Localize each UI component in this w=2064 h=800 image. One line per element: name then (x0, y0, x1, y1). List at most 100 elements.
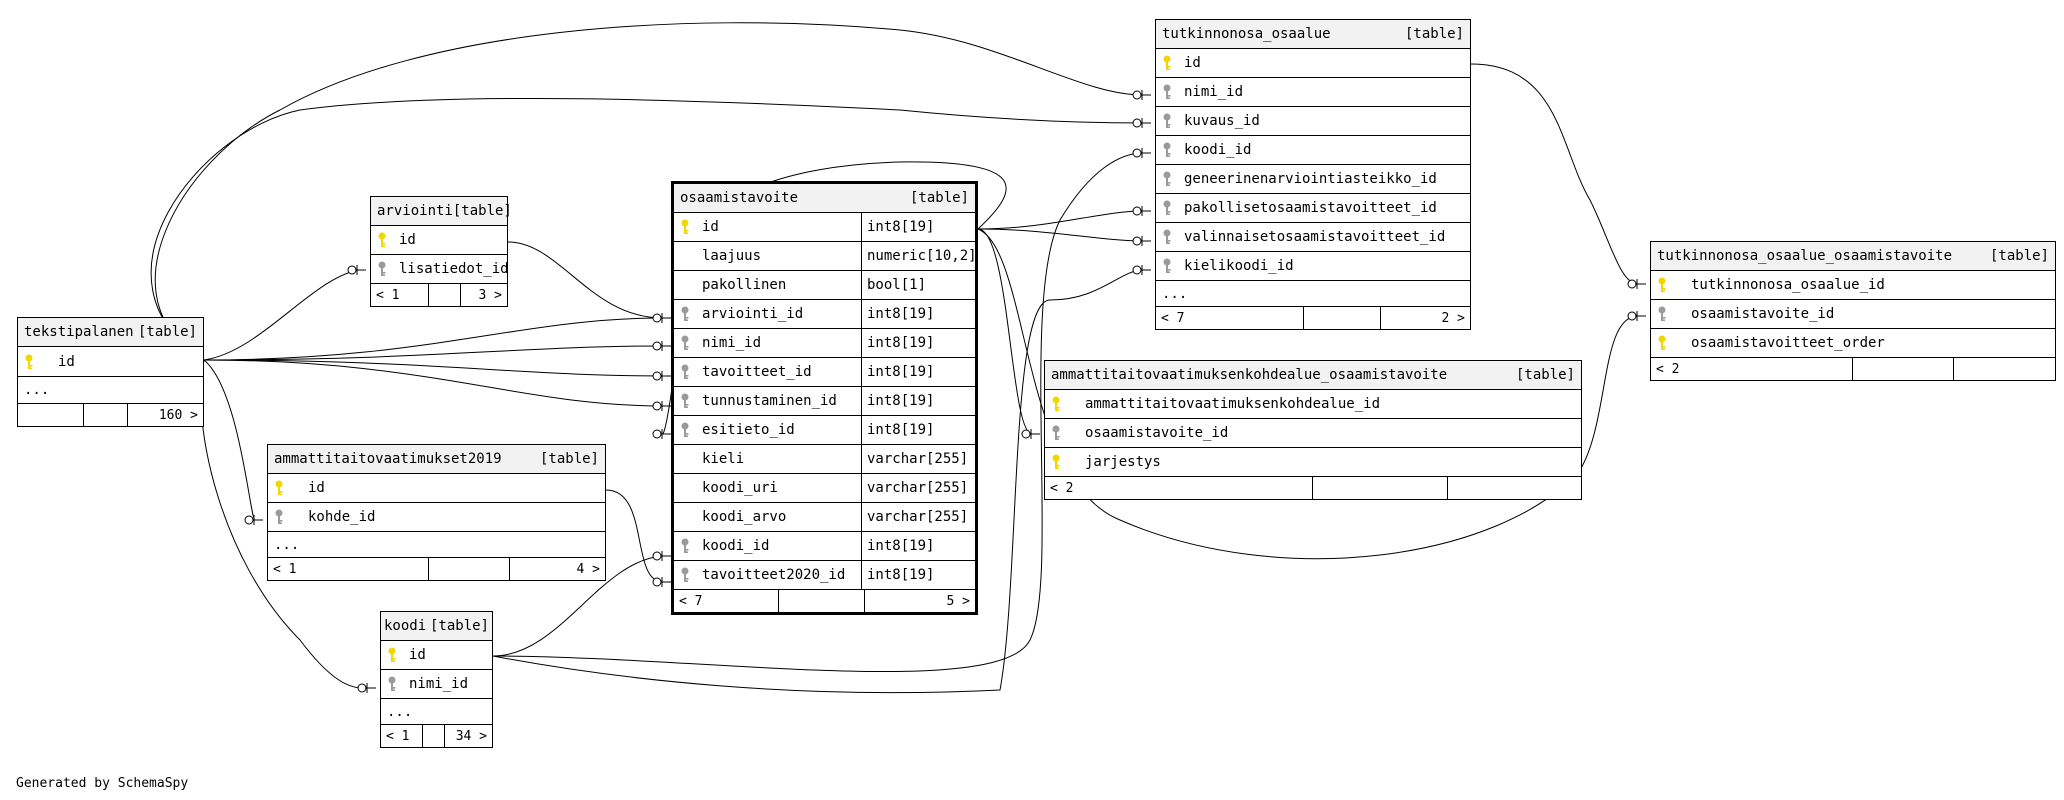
column-row: geneerinenarviointiasteikko_id (1156, 165, 1470, 194)
optional-marker (652, 577, 662, 587)
primary-key-icon (371, 232, 393, 248)
column-name: pakollinen (702, 277, 787, 293)
footer-cell-left: < 1 (371, 284, 429, 306)
column-name: geneerinenarviointiasteikko_id (1184, 171, 1437, 187)
column-name: tavoitteet2020_id (702, 567, 846, 583)
relationship-line (150, 97, 1144, 361)
crows-foot-marker (661, 313, 671, 323)
column-row: tutkinnonosa_osaalue_id (1651, 271, 2055, 300)
table-kind: [table] (539, 451, 599, 467)
column-row: osaamistavoitteet_order (1651, 329, 2055, 358)
crows-foot-marker (1030, 429, 1040, 439)
primary-key-icon (1045, 454, 1067, 470)
foreign-key-icon (1156, 200, 1178, 216)
table-footer: < 7 5 > (674, 590, 975, 612)
column-name: id (399, 232, 416, 248)
optional-marker (1627, 279, 1637, 289)
table-koodi[interactable]: koodi [table] id nimi_id ... < 1 34 > (380, 611, 493, 748)
crows-foot-marker (661, 401, 671, 411)
column-row: osaamistavoite_id (1045, 419, 1581, 448)
relationship-line (977, 228, 1033, 435)
relationship-line (203, 359, 664, 407)
footer-cell-right: 160 > (158, 407, 198, 423)
column-name: ammattitaitovaatimuksenkohdealue_id (1085, 396, 1381, 412)
column-type: numeric[10,2] (861, 242, 977, 270)
column-type: int8[19] (861, 532, 975, 560)
table-tekstipalanen[interactable]: tekstipalanen [table] id ... 160 > (17, 317, 204, 427)
column-row: osaamistavoite_id (1651, 300, 2055, 329)
foreign-key-icon (1045, 425, 1067, 441)
crows-foot-marker (661, 429, 671, 439)
primary-key-icon (1156, 55, 1178, 71)
relationship-line (492, 269, 1144, 694)
footer-cell-right (1448, 477, 1581, 499)
column-type: varchar[255] (861, 503, 975, 531)
crows-foot-marker (366, 683, 376, 693)
column-name: koodi_id (702, 538, 770, 554)
optional-marker (1132, 90, 1142, 100)
table-header: tekstipalanen [table] (18, 318, 203, 347)
column-row: koodi_id (1156, 136, 1470, 165)
column-row: lisatiedot_id (371, 255, 507, 284)
optional-marker (1132, 236, 1142, 246)
table-arviointi[interactable]: arviointi [table] id lisatiedot_id < 1 3… (370, 196, 512, 307)
optional-marker (652, 551, 662, 561)
relationship-line (977, 210, 1144, 230)
primary-key-icon (18, 354, 40, 370)
table-kind: [table] (429, 618, 489, 634)
column-name: kieli (702, 451, 745, 467)
table-tutkinnonosa-osaalue-osaamistavoite[interactable]: tutkinnonosa_osaalue_osaamistavoite [tab… (1650, 241, 2056, 381)
crows-foot-marker (1141, 206, 1151, 216)
column-name: pakollisetosaamistavoitteet_id (1184, 200, 1437, 216)
crows-foot-marker (1636, 279, 1646, 289)
foreign-key-icon (268, 509, 290, 525)
relationship-line (492, 152, 1144, 673)
primary-key-icon (381, 647, 403, 663)
crows-foot-marker (356, 265, 366, 275)
primary-key-icon (1651, 277, 1673, 293)
crows-foot-marker (1141, 236, 1151, 246)
foreign-key-icon (674, 364, 696, 380)
column-name: osaamistavoite_id (1691, 306, 1835, 322)
foreign-key-icon (1156, 258, 1178, 274)
optional-marker (1132, 206, 1142, 216)
optional-marker (357, 683, 367, 693)
column-type: int8[19] (861, 329, 975, 357)
table-name: arviointi (377, 203, 453, 219)
footer-cell-left: < 1 (268, 558, 429, 580)
footer-cell-mid (1304, 307, 1381, 329)
optional-marker (1021, 429, 1031, 439)
foreign-key-icon (1156, 84, 1178, 100)
optional-marker (1132, 265, 1142, 275)
column-row: id (1156, 49, 1470, 78)
optional-marker (347, 265, 357, 275)
column-name: id (409, 647, 426, 663)
column-row: kielikoodi_id (1156, 252, 1470, 281)
table-ammattitaitovaatimukset2019[interactable]: ammattitaitovaatimukset2019 [table] id k… (267, 444, 606, 581)
crows-foot-marker (661, 577, 671, 587)
primary-key-icon (1651, 335, 1673, 351)
footer-cell-left: < 2 (1651, 358, 1853, 380)
relationship-line (154, 22, 1144, 361)
table-footer: < 2 (1651, 358, 2055, 380)
table-header: tutkinnonosa_osaalue_osaamistavoite [tab… (1651, 242, 2055, 271)
foreign-key-icon (674, 538, 696, 554)
footer-cell-left: < 7 (674, 590, 779, 612)
table-header: osaamistavoite [table] (674, 184, 975, 213)
footer-cell-mid (423, 725, 445, 747)
table-name: tutkinnonosa_osaalue (1162, 26, 1331, 42)
foreign-key-icon (674, 335, 696, 351)
optional-marker (1627, 311, 1637, 321)
column-type: varchar[255] (861, 474, 975, 502)
table-ammattitaitovaatimuksenkohdealue-osaamistavoite[interactable]: ammattitaitovaatimuksenkohdealue_osaamis… (1044, 360, 1582, 500)
foreign-key-icon (1651, 306, 1673, 322)
footer-cell-mid (1853, 358, 1954, 380)
primary-key-icon (674, 219, 696, 235)
relationship-line (1470, 63, 1639, 285)
